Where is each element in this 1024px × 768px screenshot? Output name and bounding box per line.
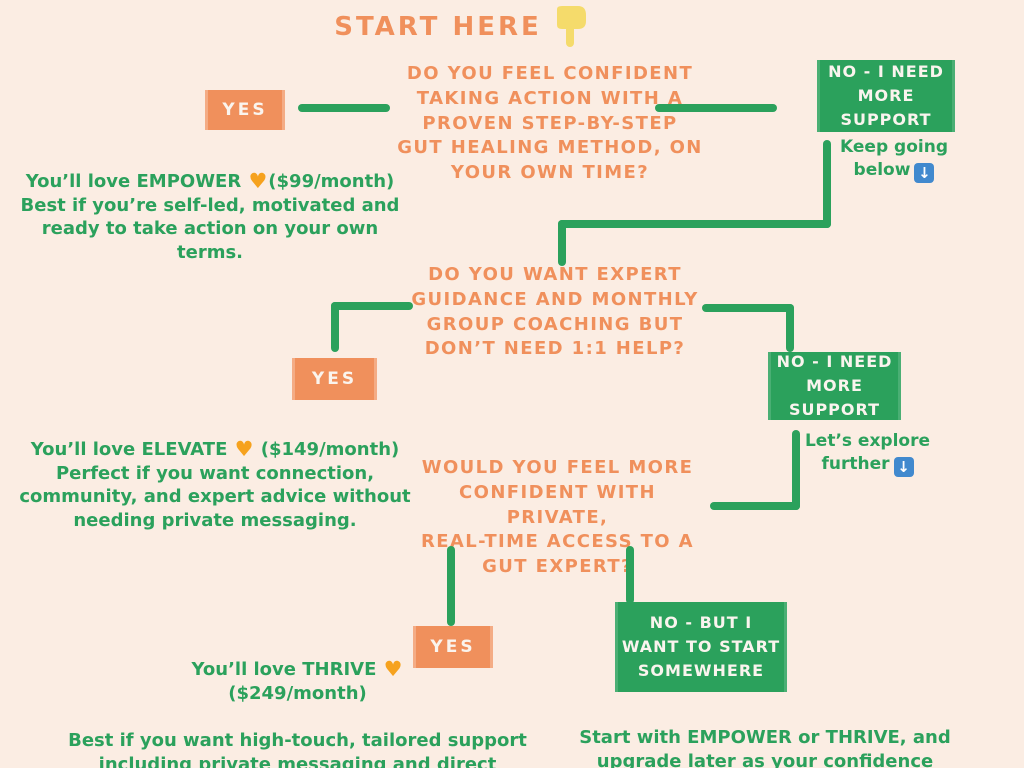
- keep-going-label: Keep going below: [840, 137, 948, 180]
- lets-explore-label: Let’s explore further: [804, 431, 931, 474]
- thrive-price: ($249/month): [228, 682, 367, 704]
- no-button-1[interactable]: NO - I NEED MORE SUPPORT: [817, 60, 955, 132]
- elevate-result: You’ll love ELEVATE ♥ ($149/month) Perfe…: [15, 414, 415, 557]
- down-arrow-icon: ↓: [893, 456, 914, 477]
- connector-down-from-no2-line: [792, 430, 800, 510]
- no-button-2[interactable]: NO - I NEED MORE SUPPORT: [768, 352, 901, 420]
- connector-no2-vertical-line: [786, 304, 794, 352]
- start-somewhere-note: Start with EMPOWER or THRIVE, and upgrad…: [565, 702, 965, 768]
- no-button-3[interactable]: NO - BUT I WANT TO START SOMEWHERE: [615, 602, 787, 692]
- connector-yes1-line: [298, 104, 390, 112]
- connector-no2-horizontal-line: [702, 304, 794, 312]
- question-2: DO YOU WANT EXPERT GUIDANCE AND MONTHLY …: [411, 264, 699, 360]
- connector-yes3-line: [447, 546, 455, 626]
- elevate-intro: You’ll love ELEVATE: [30, 438, 234, 460]
- start-here-label: START HERE: [334, 12, 542, 42]
- empower-price: ($99/month): [268, 170, 395, 192]
- heart-icon: ♥: [383, 656, 403, 681]
- keep-going-note: Keep going below↓: [838, 136, 950, 183]
- elevate-price: ($149/month): [254, 438, 400, 460]
- yes-button-2[interactable]: YES: [292, 358, 377, 400]
- thrive-result: You’ll love THRIVE ♥ ($249/month) Best i…: [55, 634, 540, 768]
- start-somewhere-description: Start with EMPOWER or THRIVE, and upgrad…: [579, 726, 951, 768]
- lets-explore-note: Let’s explore further↓: [800, 430, 935, 477]
- connector-down-from-no1-line: [823, 140, 831, 228]
- empower-intro: You’ll love EMPOWER: [25, 170, 248, 192]
- thrive-intro: You’ll love THRIVE: [191, 658, 383, 680]
- connector-yes2-vertical-line: [331, 302, 339, 352]
- yes-button-1[interactable]: YES: [205, 90, 285, 130]
- page-title: START HERE: [320, 6, 600, 48]
- yes-button-3[interactable]: YES: [413, 626, 493, 668]
- thrive-description: Best if you want high-touch, tailored su…: [68, 730, 527, 768]
- heart-icon: ♥: [248, 168, 268, 193]
- down-arrow-icon: ↓: [914, 162, 935, 183]
- connector-into-q2-line: [558, 220, 566, 266]
- connector-no3-line: [626, 546, 634, 604]
- heart-icon: ♥: [234, 436, 254, 461]
- connector-no1-line: [655, 104, 777, 112]
- connector-elbow-to-q2-line: [558, 220, 831, 228]
- elevate-description: Perfect if you want connection, communit…: [19, 462, 411, 532]
- hand-pointing-down-icon: [556, 6, 586, 47]
- connector-yes2-horizontal-line: [331, 302, 413, 310]
- empower-description: Best if you’re self-led, motivated and r…: [20, 194, 400, 264]
- empower-result: You’ll love EMPOWER ♥($99/month) Best if…: [10, 146, 410, 289]
- connector-elbow-to-q3-line: [710, 502, 800, 510]
- question-1: DO YOU FEEL CONFIDENT TAKING ACTION WITH…: [397, 63, 703, 184]
